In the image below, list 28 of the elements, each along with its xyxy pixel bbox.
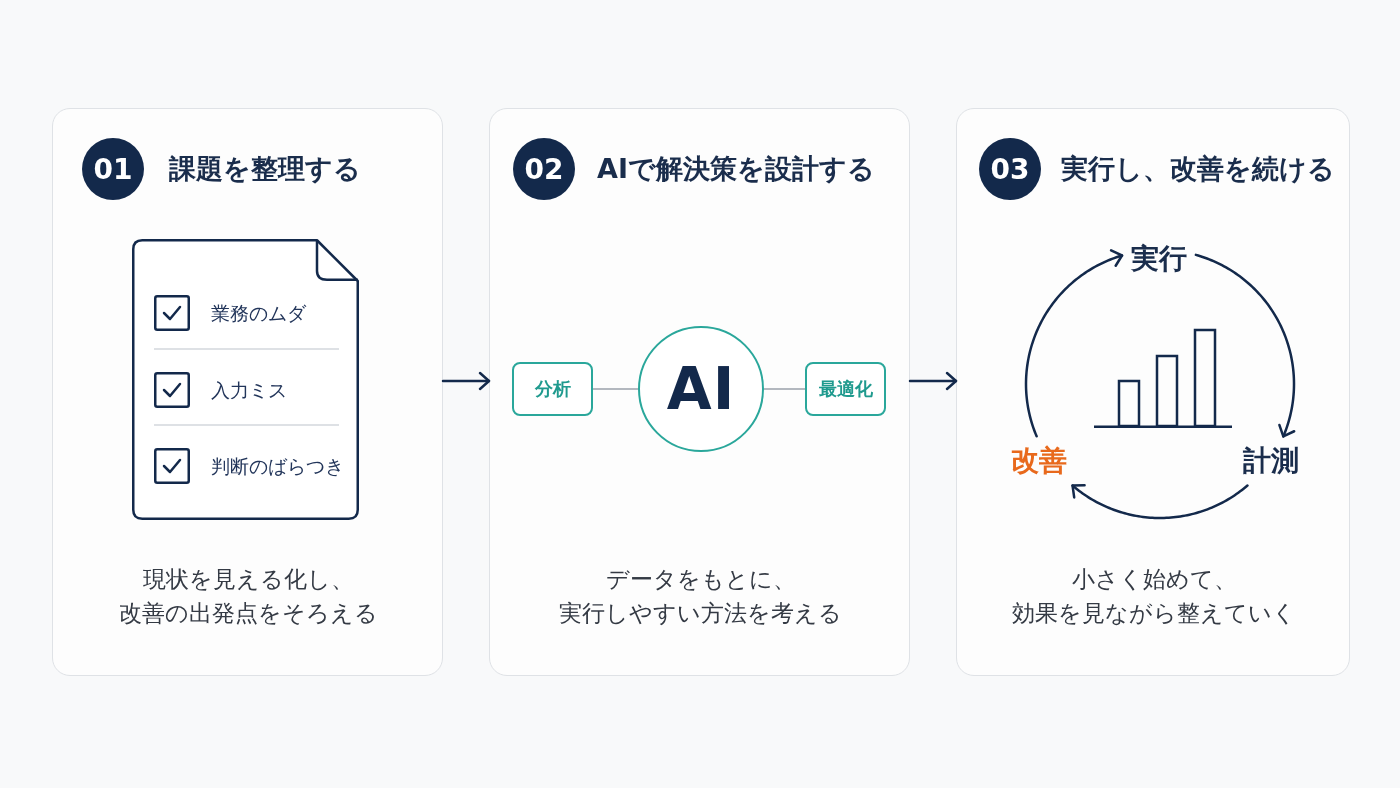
step-number: 02	[513, 138, 575, 200]
connector-line	[592, 388, 639, 390]
cycle-arrow	[1071, 484, 1249, 520]
step-card	[52, 108, 443, 676]
step-card	[489, 108, 910, 676]
connector-line	[763, 388, 806, 390]
cycle-arrow	[1194, 253, 1296, 438]
step-heading: 課題を整理する	[169, 152, 361, 186]
checklist-item: 入力ミス	[211, 378, 287, 402]
step-description: データをもとに、実行しやすい方法を考える	[558, 565, 843, 628]
step-heading: AIで解決策を設計する	[597, 152, 875, 186]
cycle-step-label: 実行	[1131, 242, 1187, 276]
step-number: 01	[82, 138, 144, 200]
step-number: 03	[979, 138, 1041, 200]
keyword-tag: 分析	[512, 362, 593, 416]
cycle-step-label: 計測	[1243, 444, 1299, 478]
center-circle: AI	[638, 326, 764, 452]
keyword-tag: 最適化	[805, 362, 886, 416]
cycle-step-label: 改善	[1011, 444, 1067, 478]
checklist-item: 判断のばらつき	[211, 454, 344, 478]
step-description: 小さく始めて、効果を見ながら整えていく	[1011, 565, 1297, 628]
step-heading: 実行し、改善を続ける	[1061, 152, 1335, 186]
arrow	[908, 371, 958, 391]
step-card	[956, 108, 1350, 676]
checklist-item: 業務のムダ	[211, 301, 306, 325]
step-description: 現状を見える化し、改善の出発点をそろえる	[118, 565, 379, 628]
cycle-arrow	[1024, 249, 1124, 438]
arrow	[441, 371, 491, 391]
